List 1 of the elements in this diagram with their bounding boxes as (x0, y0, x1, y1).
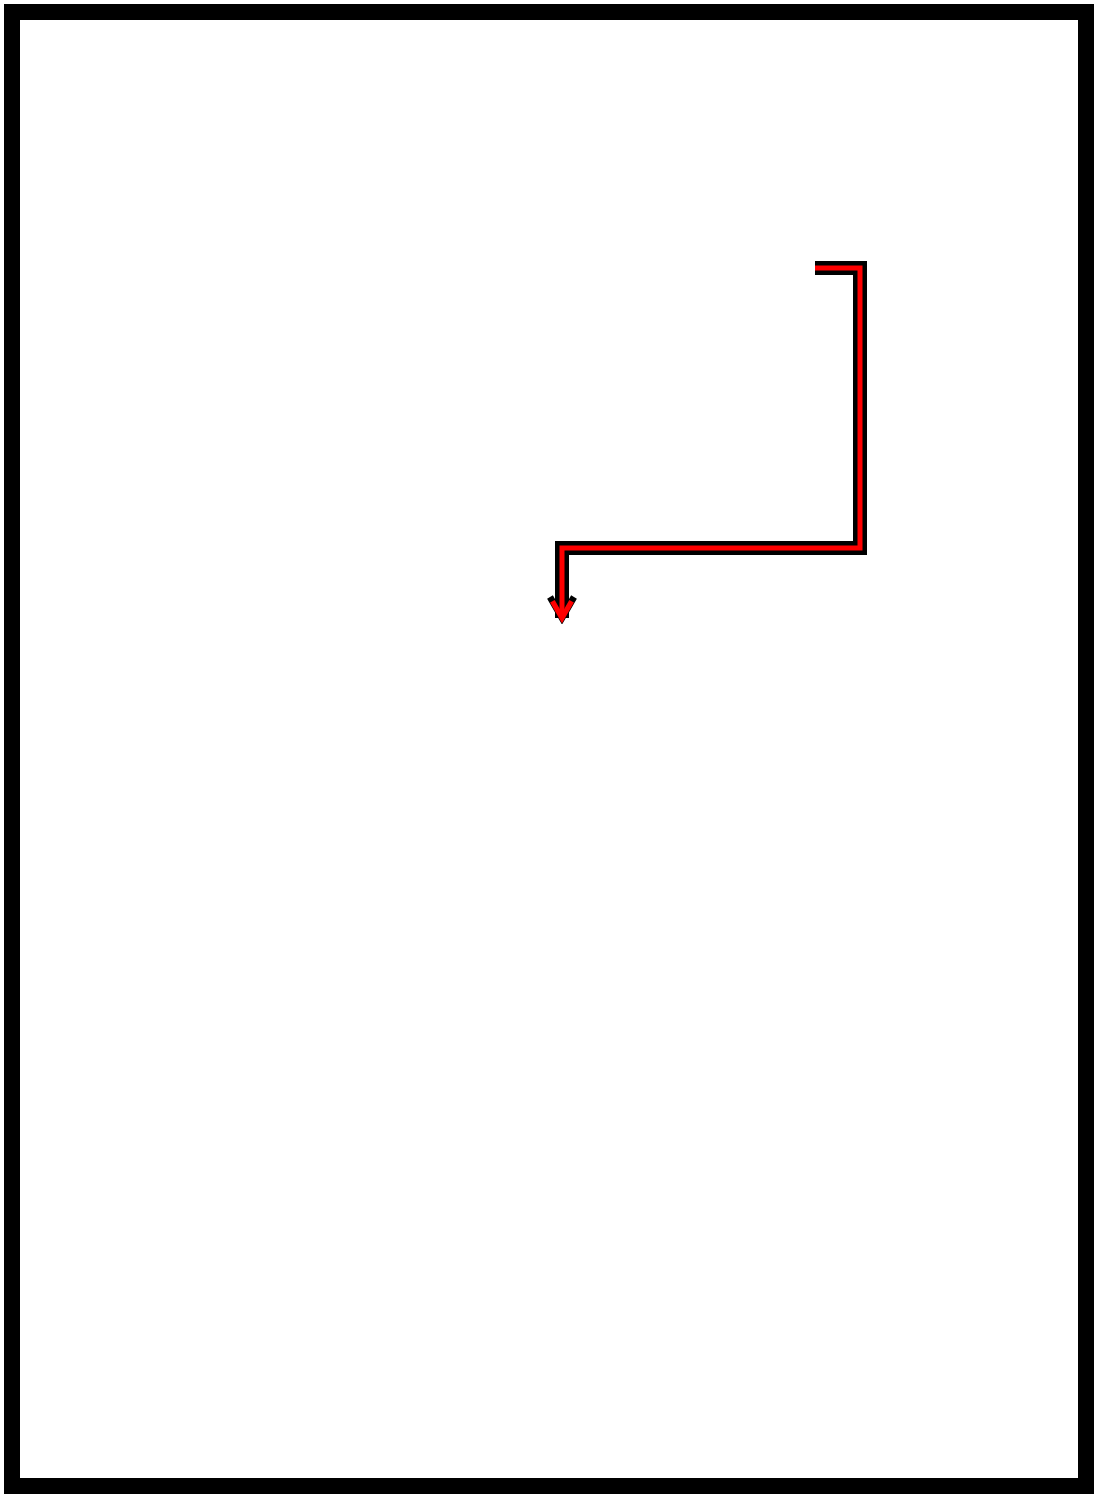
frame-box (4, 4, 1094, 1494)
